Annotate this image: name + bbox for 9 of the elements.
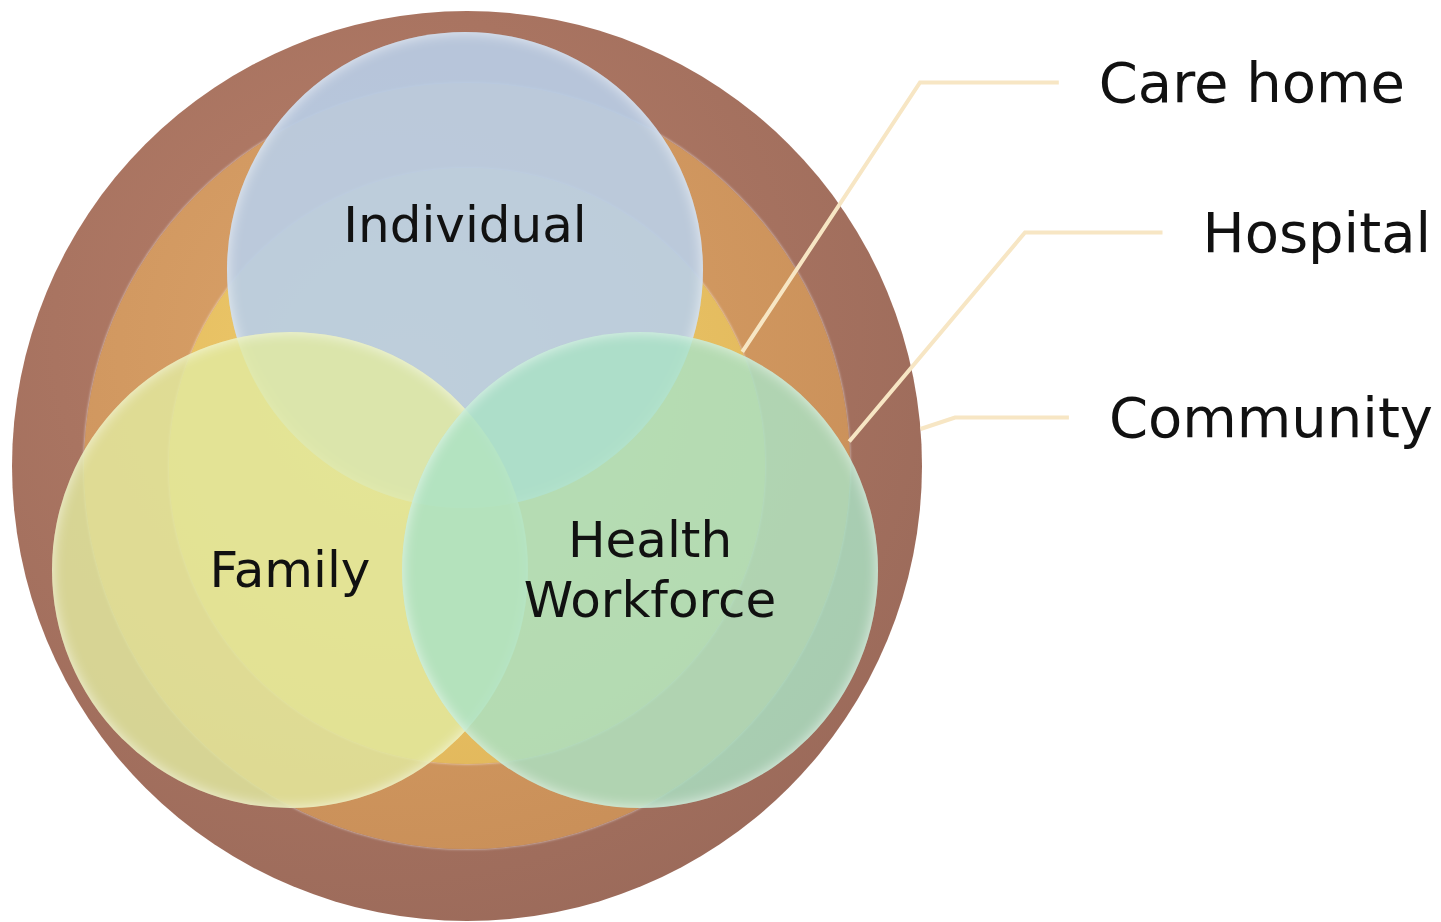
- leader-line: [847, 230, 1163, 443]
- ring-label: Hospital: [1202, 200, 1431, 265]
- leader-line: [919, 415, 1069, 431]
- ring-label: Care home: [1098, 50, 1405, 115]
- leader-line: [740, 80, 1059, 353]
- circle-label: Individual: [343, 195, 587, 255]
- ring-label: Community: [1108, 385, 1433, 450]
- circle-label: Family: [209, 540, 371, 600]
- circle-label: Health Workforce: [522, 510, 778, 630]
